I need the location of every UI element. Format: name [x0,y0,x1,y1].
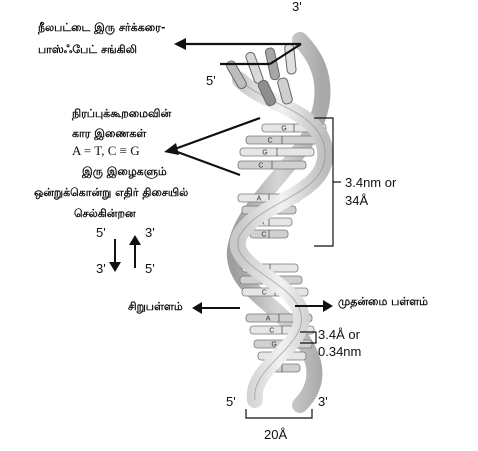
base-letter: C [262,290,267,297]
major-groove-label: முதன்மை பள்ளம் [338,296,428,309]
pitch-label-line1: 3.4nm or [345,176,396,191]
base-letter: A [266,316,271,323]
base-letter: C [268,138,273,145]
pairs-label-line3: A = T, C ≡ G [72,144,140,159]
antiparallel-label-line2: ஒன்றுக்கொன்று எதிர் திசையில் [34,187,188,200]
antiparallel-arrows [109,235,141,272]
pitch-label-line2: 34Å [345,194,368,209]
diameter-label: 20Å [264,428,287,443]
base-letter: C [261,232,266,239]
backbone-label-line2: பாஸ்ஃபேட் சங்கிலி [38,44,137,57]
backbone-label-line1: நீலபட்டை இரு சர்க்கரை- [38,22,165,35]
helix-end-top-right: 3' [292,0,302,15]
pairs-label-line1: நிரப்புக்கூறமைவின் [72,108,171,121]
base-letter: G [271,342,276,349]
arrow-down-bottom-label: 3' [96,262,106,277]
base-letter: C [269,328,274,335]
minor-groove-arrow [192,302,240,314]
antiparallel-label-line3: செல்கின்றன [74,208,136,221]
backbone-pointer-arrows [174,38,301,64]
base-letter: C [258,163,263,170]
minor-groove-label: சிறுபள்ளம் [128,301,183,314]
rise-label-line2: 0.34nm [318,345,361,360]
base-letter: A [257,196,262,203]
antiparallel-label-line1: இரு இழைகளும் [82,166,167,179]
pairs-label-line2: கார இணைகள் [72,128,146,141]
base-letter: G [262,150,267,157]
helix-end-top-left: 5' [206,74,216,89]
arrow-down-top-label: 5' [96,226,106,241]
helix-end-bottom-left: 5' [226,395,236,410]
arrow-up-top-label: 3' [145,226,155,241]
base-letter: G [281,126,286,133]
arrow-up-bottom-label: 5' [145,262,155,277]
helix-end-bottom-right: 3' [318,395,328,410]
rise-label-line1: 3.4Å or [318,328,360,343]
